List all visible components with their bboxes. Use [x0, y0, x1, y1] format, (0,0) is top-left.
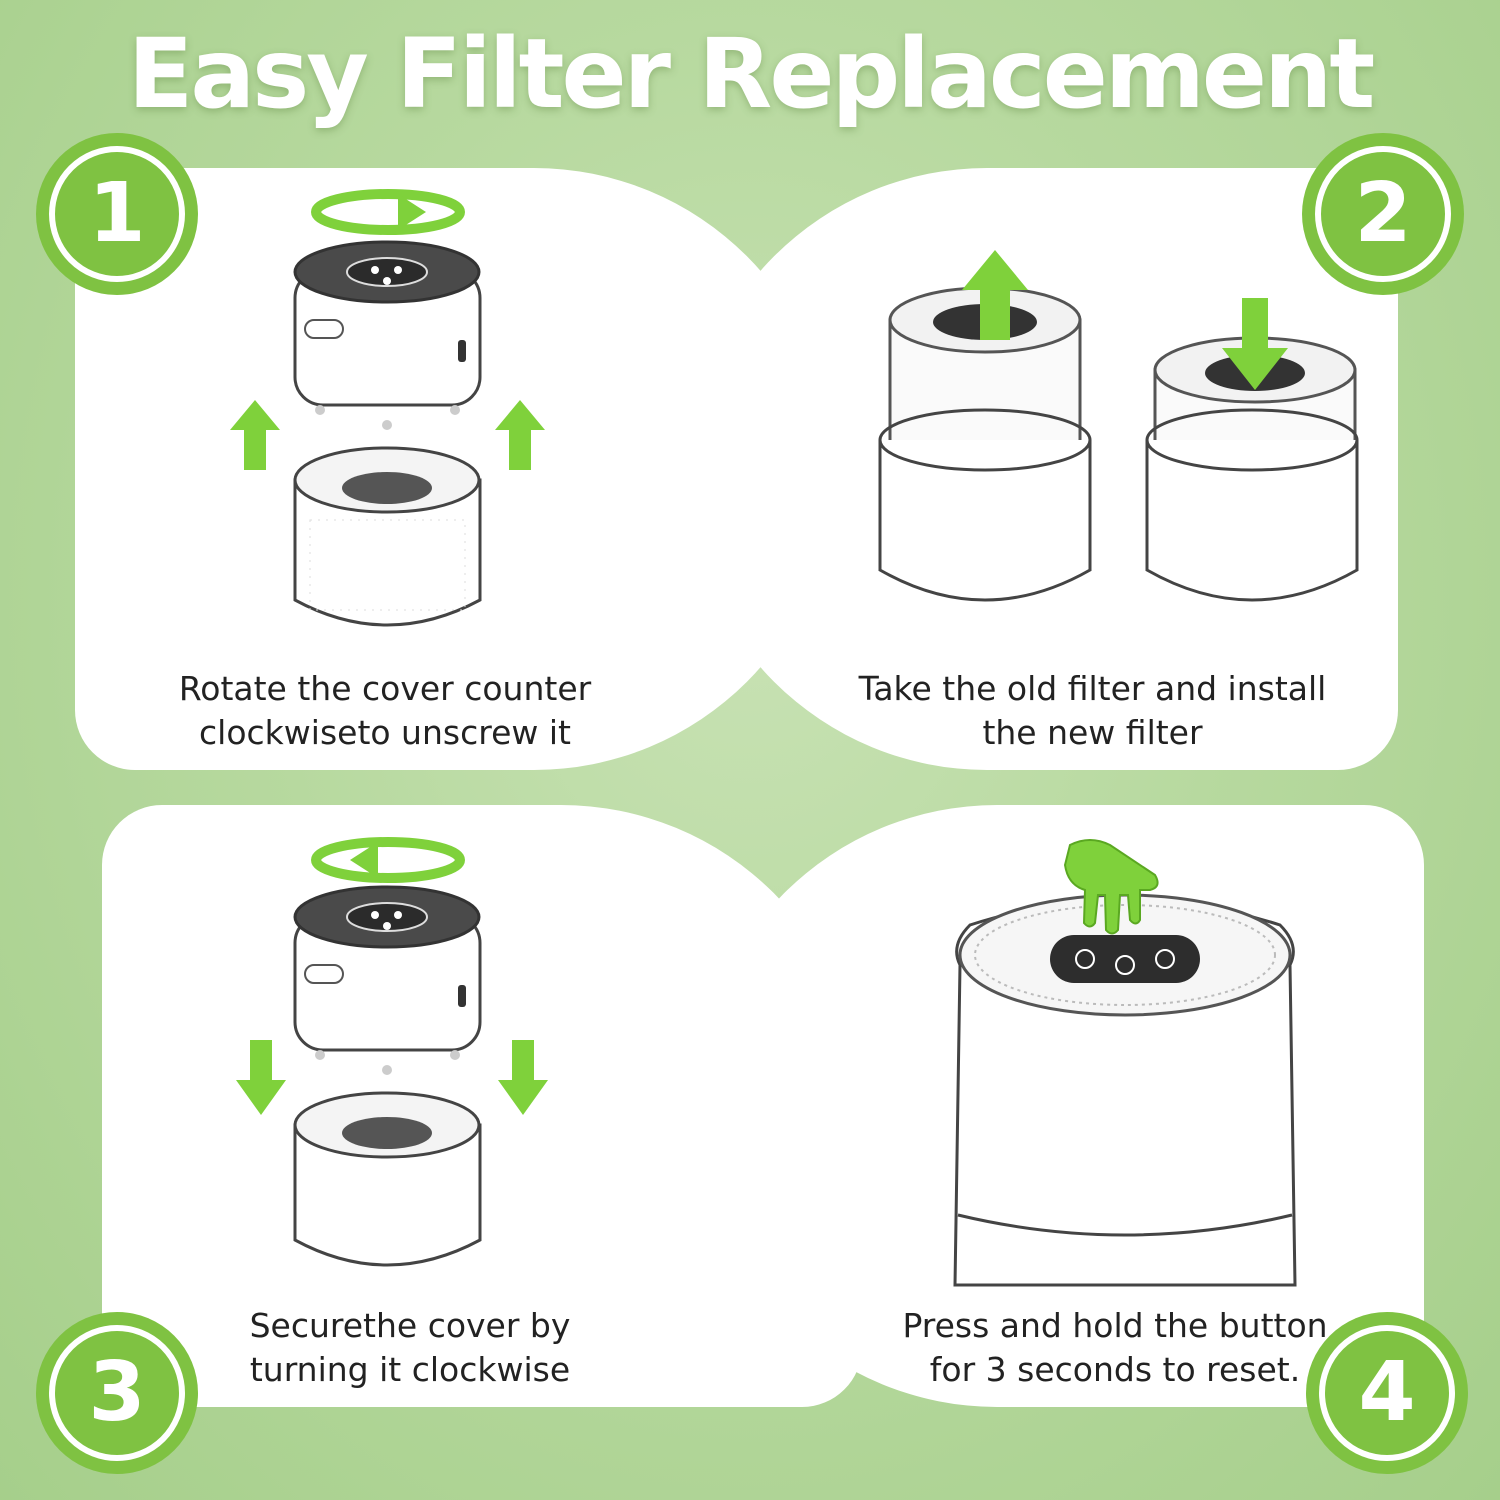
step-3-caption-line1: Securethe cover by — [249, 1306, 571, 1345]
step-4-caption: Press and hold the button for 3 seconds … — [880, 1304, 1350, 1392]
rotate-arrow-icon — [311, 189, 465, 235]
step-2-caption: Take the old filter and install the new … — [830, 667, 1355, 755]
page-title: Easy Filter Replacement — [127, 18, 1375, 130]
step-1-caption: Rotate the cover counter clockwiseto uns… — [140, 667, 630, 755]
step-4-illustration — [953, 839, 1297, 1287]
step-2-number: 2 — [1354, 166, 1412, 261]
step-3-number: 3 — [88, 1345, 146, 1440]
step-3-caption: Securethe cover by turning it clockwise — [200, 1304, 620, 1392]
step-1-caption-line1: Rotate the cover counter — [178, 669, 592, 708]
hand-press-icon — [1063, 839, 1159, 935]
step-3-illustration — [236, 837, 548, 1267]
down-arrow-icon — [498, 1040, 548, 1115]
step-4-badge: 4 — [1306, 1312, 1468, 1474]
step-2-caption-line2: the new filter — [982, 713, 1203, 752]
up-arrow-icon — [230, 400, 280, 470]
step-2-badge: 2 — [1302, 133, 1464, 295]
step-4-caption-line1: Press and hold the button — [902, 1306, 1328, 1345]
step-1-number: 1 — [88, 166, 146, 261]
step-1-caption-line2: clockwiseto unscrew it — [199, 713, 571, 752]
filter-icon — [293, 1091, 482, 1267]
step-2-illustration — [878, 250, 1359, 602]
step-4-number: 4 — [1358, 1345, 1416, 1440]
up-arrow-icon — [962, 250, 1028, 340]
down-arrow-icon — [236, 1040, 286, 1115]
step-4-caption-line2: for 3 seconds to reset. — [929, 1350, 1301, 1389]
down-arrow-icon — [1222, 298, 1288, 390]
up-arrow-icon — [495, 400, 545, 470]
step-2-caption-line1: Take the old filter and install — [858, 669, 1327, 708]
cover-icon — [293, 885, 482, 1075]
rotate-arrow-icon — [311, 837, 465, 883]
step-3-badge: 3 — [36, 1312, 198, 1474]
step-3-caption-line2: turning it clockwise — [249, 1350, 571, 1389]
step-1-illustration — [230, 189, 545, 627]
cover-icon — [293, 240, 482, 430]
filter-icon — [293, 446, 482, 627]
purifier-icon — [953, 893, 1297, 1287]
step-1-badge: 1 — [36, 133, 198, 295]
